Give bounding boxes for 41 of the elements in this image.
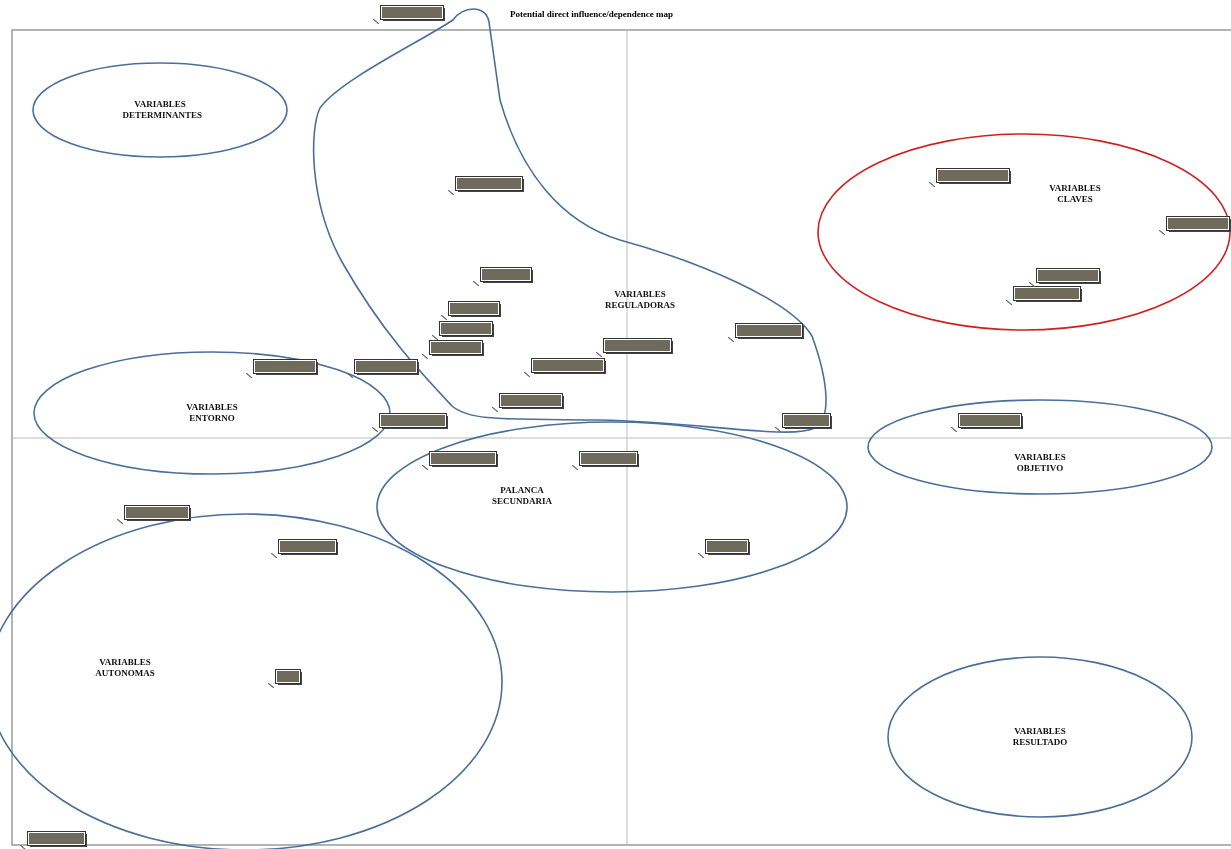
variable-tag [430, 341, 482, 354]
region-label: VARIABLES RESULTADO [1011, 726, 1069, 748]
region-label: VARIABLES AUTONOMAS [94, 657, 156, 679]
variable-tag [1014, 287, 1080, 300]
variable-tag [481, 268, 531, 281]
variable-tag [381, 6, 443, 19]
variable-tag [580, 452, 637, 465]
variable-tag [430, 452, 496, 465]
chart-title: Potential direct influence/dependence map [510, 9, 674, 19]
region-label: VARIABLES OBJETIVO [1013, 452, 1067, 474]
ellipse-region [32, 350, 392, 476]
variable-tag [125, 506, 189, 519]
ellipse-region [375, 420, 849, 594]
region-label: VARIABLES CLAVES [1048, 183, 1102, 205]
variable-tag [783, 414, 830, 427]
region-label: PALANCA SECUNDARIA [491, 485, 553, 507]
variable-tag [276, 670, 300, 683]
variable-tag [937, 169, 1009, 182]
region-label: VARIABLES REGULADORAS [604, 289, 676, 311]
ellipse-region [866, 398, 1214, 496]
variable-tag [456, 177, 522, 190]
ellipse-region [886, 655, 1194, 819]
ellipse-region [0, 512, 504, 849]
variable-tag [440, 322, 492, 335]
variable-tag [1167, 217, 1229, 230]
variable-tag [28, 832, 85, 845]
variable-tag [706, 540, 748, 553]
variable-tag [604, 339, 671, 352]
variable-tag [449, 302, 499, 315]
variable-tag [532, 359, 604, 372]
variable-tag [380, 414, 446, 427]
variable-tag [254, 360, 316, 373]
ellipse-region [31, 61, 289, 159]
variable-tag [355, 360, 417, 373]
ellipse-region [816, 132, 1231, 332]
region-label: VARIABLES ENTORNO [185, 402, 239, 424]
variable-tag [736, 324, 802, 337]
variable-tag [500, 394, 562, 407]
variable-tag [1037, 269, 1099, 282]
variable-tag [959, 414, 1021, 427]
variable-tag [279, 540, 336, 553]
